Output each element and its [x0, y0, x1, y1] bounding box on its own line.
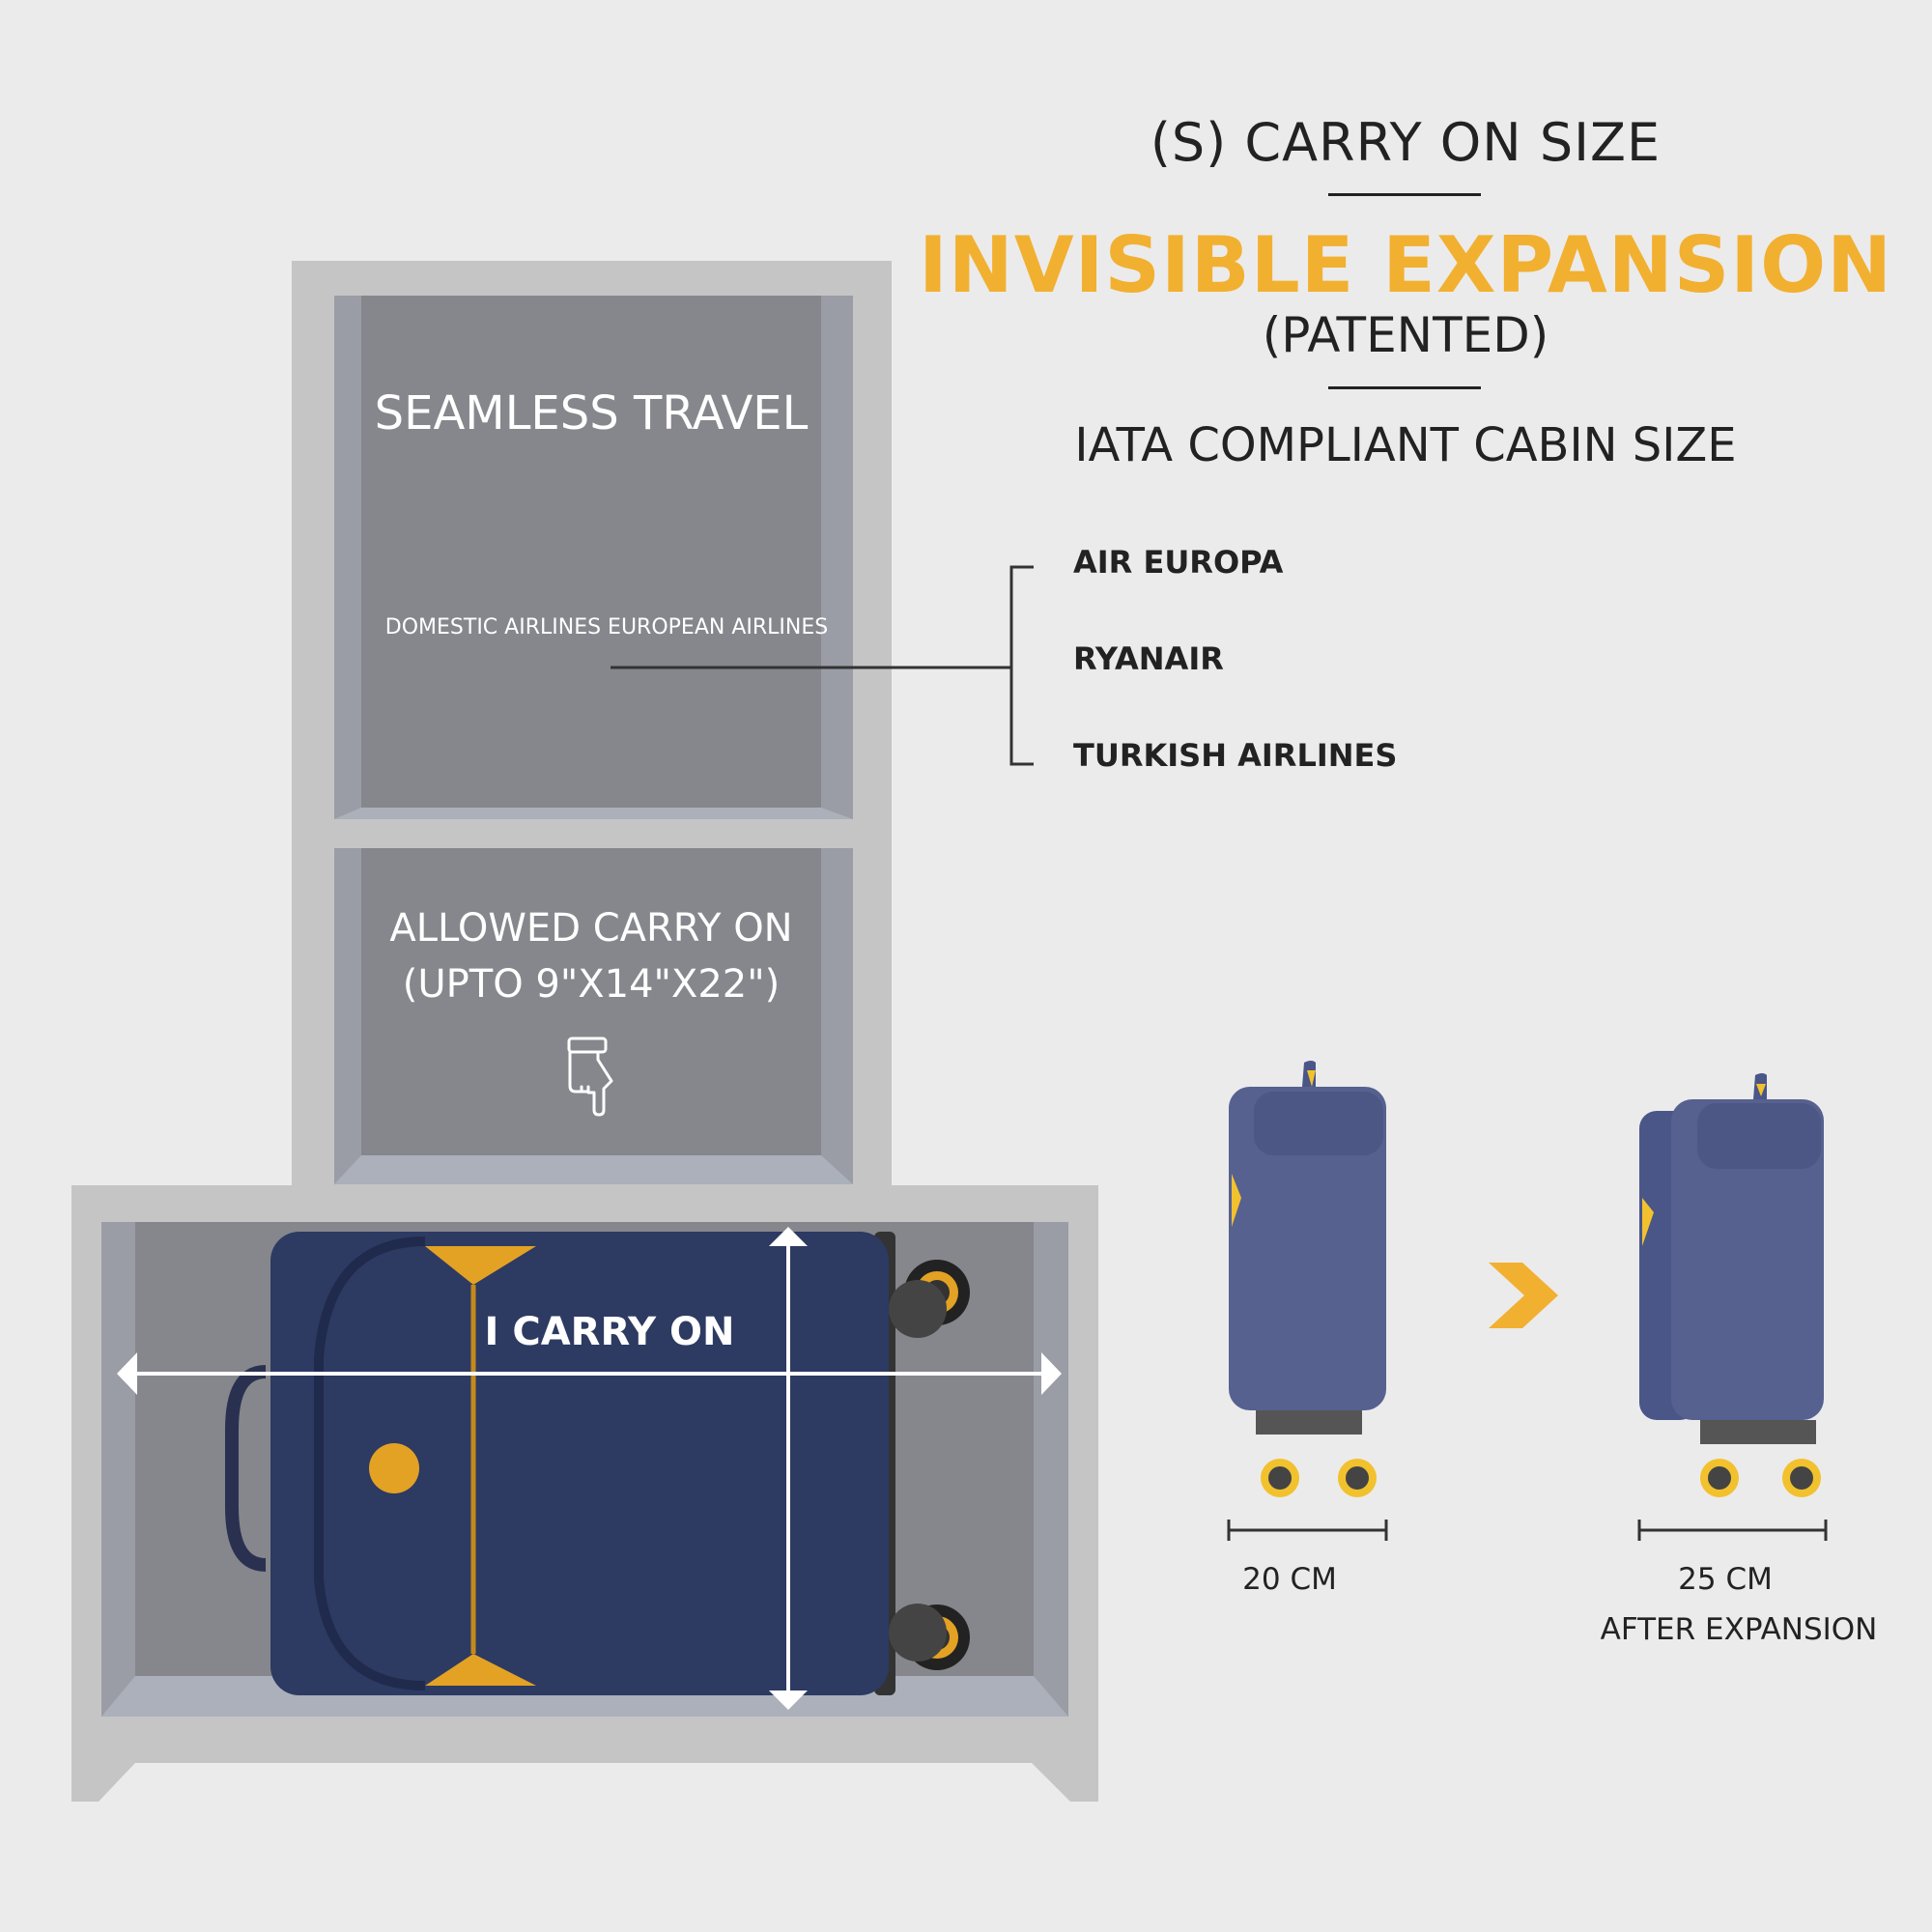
allowed-carry-on-label: ALLOWED CARRY ON (UPTO 9"X14"X22") — [389, 900, 792, 1012]
feature-heading: INVISIBLE EXPANSION — [918, 220, 1893, 310]
suitcase-front-image — [225, 1232, 970, 1695]
airline-item: RYANAIR — [1073, 640, 1224, 677]
feature-note: (PATENTED) — [1262, 307, 1549, 363]
suitcase-side-after-image — [1639, 1073, 1824, 1497]
chevron-right-icon — [1489, 1263, 1558, 1328]
divider — [1328, 193, 1481, 196]
hand-pointer-icon — [567, 1037, 613, 1117]
suitcase-label: I CARRY ON — [484, 1310, 735, 1354]
width-before-label: 20 CM — [1242, 1562, 1337, 1597]
allowed-line-2: (UPTO 9"X14"X22") — [402, 962, 781, 1007]
page-title: (S) CARRY ON SIZE — [1150, 112, 1662, 173]
dimension-arrows — [117, 1227, 1062, 1710]
seamless-travel-label: SEAMLESS TRAVEL — [374, 386, 809, 440]
airline-item: TURKISH AIRLINES — [1073, 737, 1398, 774]
width-after-label: 25 CM — [1678, 1562, 1773, 1597]
compliance-text: IATA COMPLIANT CABIN SIZE — [1074, 418, 1737, 472]
suitcase-side-before-image — [1229, 1061, 1386, 1497]
airline-item: AIR EUROPA — [1073, 544, 1284, 581]
allowed-line-1: ALLOWED CARRY ON — [389, 906, 793, 951]
divider — [1328, 386, 1481, 389]
after-expansion-label: AFTER EXPANSION — [1600, 1612, 1878, 1647]
width-measure-lines — [1227, 1520, 1828, 1541]
airlines-category-label: DOMESTIC AIRLINES EUROPEAN AIRLINES — [384, 615, 829, 639]
